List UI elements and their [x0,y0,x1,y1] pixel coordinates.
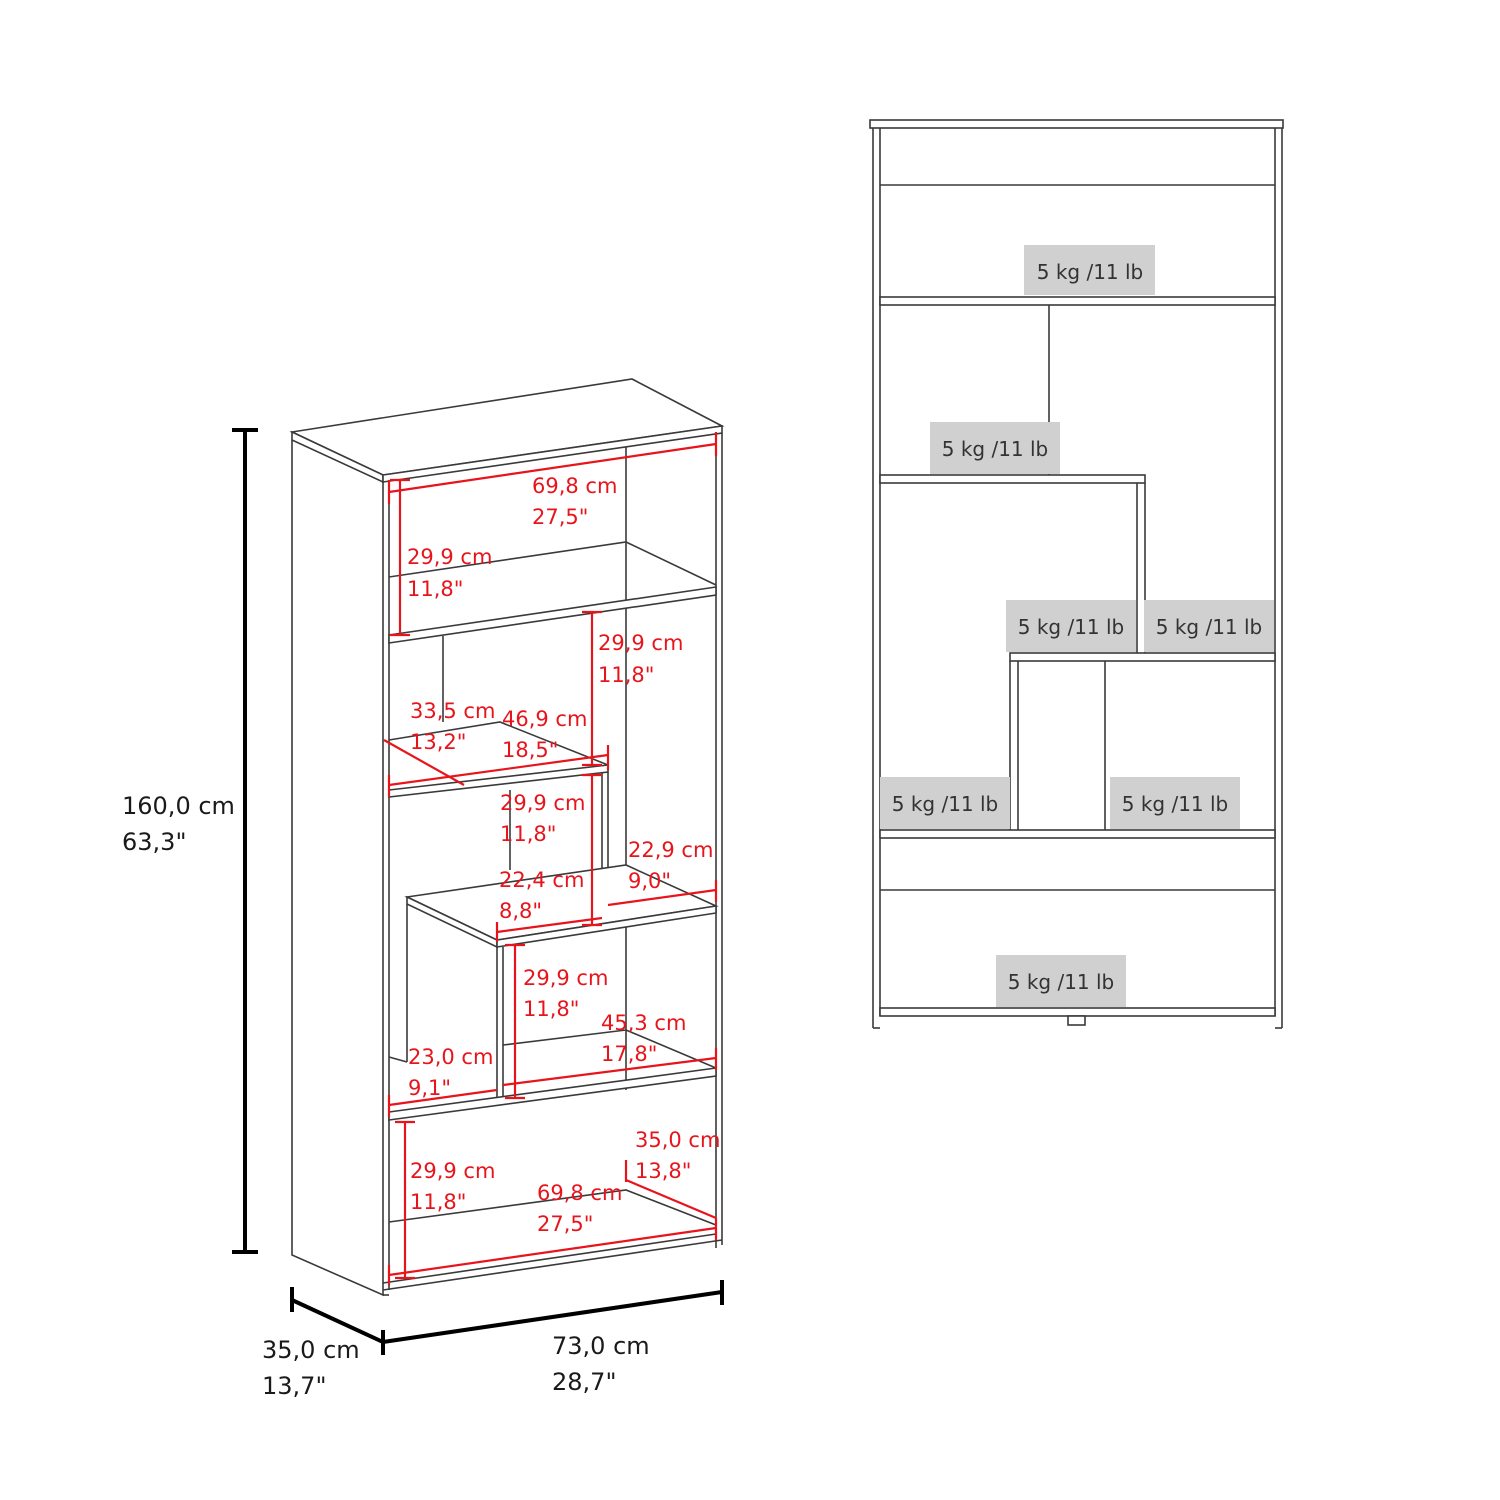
dim-label: 17,8" [601,1042,657,1066]
dim-label: 29,9 cm [407,545,492,569]
depth-in: 13,7" [262,1372,326,1400]
dim-label: 8,8" [499,899,542,923]
dim-label: 33,5 cm [410,699,495,723]
dim-label: 18,5" [502,738,558,762]
dim-label: 29,9 cm [523,966,608,990]
dim-label: 69,8 cm [532,474,617,498]
weight-label: 5 kg /11 lb [1037,260,1144,284]
width-cm: 73,0 cm [552,1332,650,1360]
dim-label: 45,3 cm [601,1011,686,1035]
inner-dimension-labels: 69,8 cm 27,5" 29,9 cm 11,8" 29,9 cm 11,8" 3… [407,474,720,1236]
dim-label: 29,9 cm [500,791,585,815]
height-in: 63,3" [122,828,186,856]
inner-dimension-lines [383,432,718,1285]
depth-cm: 35,0 cm [262,1336,360,1364]
dim-label: 35,0 cm [635,1128,720,1152]
dim-label: 23,0 cm [408,1045,493,1069]
weight-label: 5 kg /11 lb [892,792,999,816]
weight-label: 5 kg /11 lb [942,437,1049,461]
dim-label: 22,4 cm [499,868,584,892]
dim-label: 69,8 cm [537,1181,622,1205]
bookcase-front-view [869,119,1284,1029]
weight-label: 5 kg /11 lb [1008,970,1115,994]
dim-label: 11,8" [500,822,556,846]
dim-label: 29,9 cm [598,631,683,655]
height-cm: 160,0 cm [122,792,235,820]
overall-dimensions: 160,0 cm 63,3" 35,0 cm 13,7" 73,0 cm 28,… [122,428,724,1400]
bookcase-isometric [289,378,725,1297]
dim-label: 27,5" [537,1212,593,1236]
weight-label: 5 kg /11 lb [1122,792,1229,816]
weight-label: 5 kg /11 lb [1018,615,1125,639]
weight-label: 5 kg /11 lb [1156,615,1263,639]
dim-label: 29,9 cm [410,1159,495,1183]
dim-label: 11,8" [598,663,654,687]
dim-label: 9,1" [408,1076,451,1100]
dim-label: 27,5" [532,505,588,529]
dim-label: 13,2" [410,730,466,754]
dim-label: 13,8" [635,1159,691,1183]
weight-capacity-labels: 5 kg /11 lb 5 kg /11 lb 5 kg /11 lb 5 kg… [880,245,1274,1007]
width-in: 28,7" [552,1368,616,1396]
dim-label: 22,9 cm [628,838,713,862]
dim-label: 11,8" [410,1190,466,1214]
dim-label: 11,8" [523,997,579,1021]
dim-label: 9,0" [628,869,671,893]
dim-label: 11,8" [407,577,463,601]
dim-label: 46,9 cm [502,707,587,731]
